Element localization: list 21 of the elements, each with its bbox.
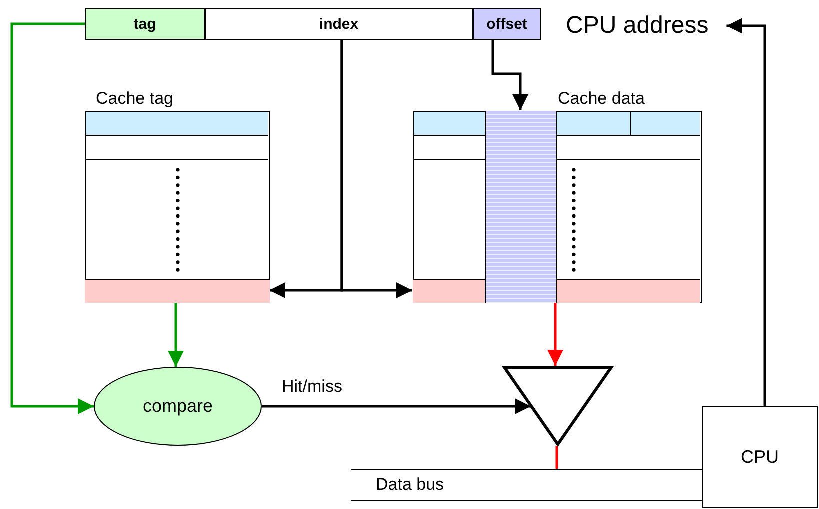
cpu-box: CPU [702,406,818,508]
arrow [492,40,528,110]
buffer-triangle [503,366,613,446]
arrow [262,398,531,414]
arrow [726,18,766,406]
connector-line [556,446,558,469]
selected-row [412,278,486,302]
arrow [10,22,94,414]
arrow [168,302,184,367]
address-label: CPU address [566,10,709,42]
arrow [548,302,564,366]
address-field: index [205,8,473,40]
compare-ellipse: compare [94,367,262,446]
label-text: Cache tag [96,89,174,109]
address-field: tag [85,8,205,40]
label-text: Cache data [558,89,645,109]
address-field: offset [473,8,541,40]
selected-row [84,278,270,302]
arrow [340,40,412,298]
selected-column [484,110,556,302]
data-bus: Data bus [351,469,702,501]
